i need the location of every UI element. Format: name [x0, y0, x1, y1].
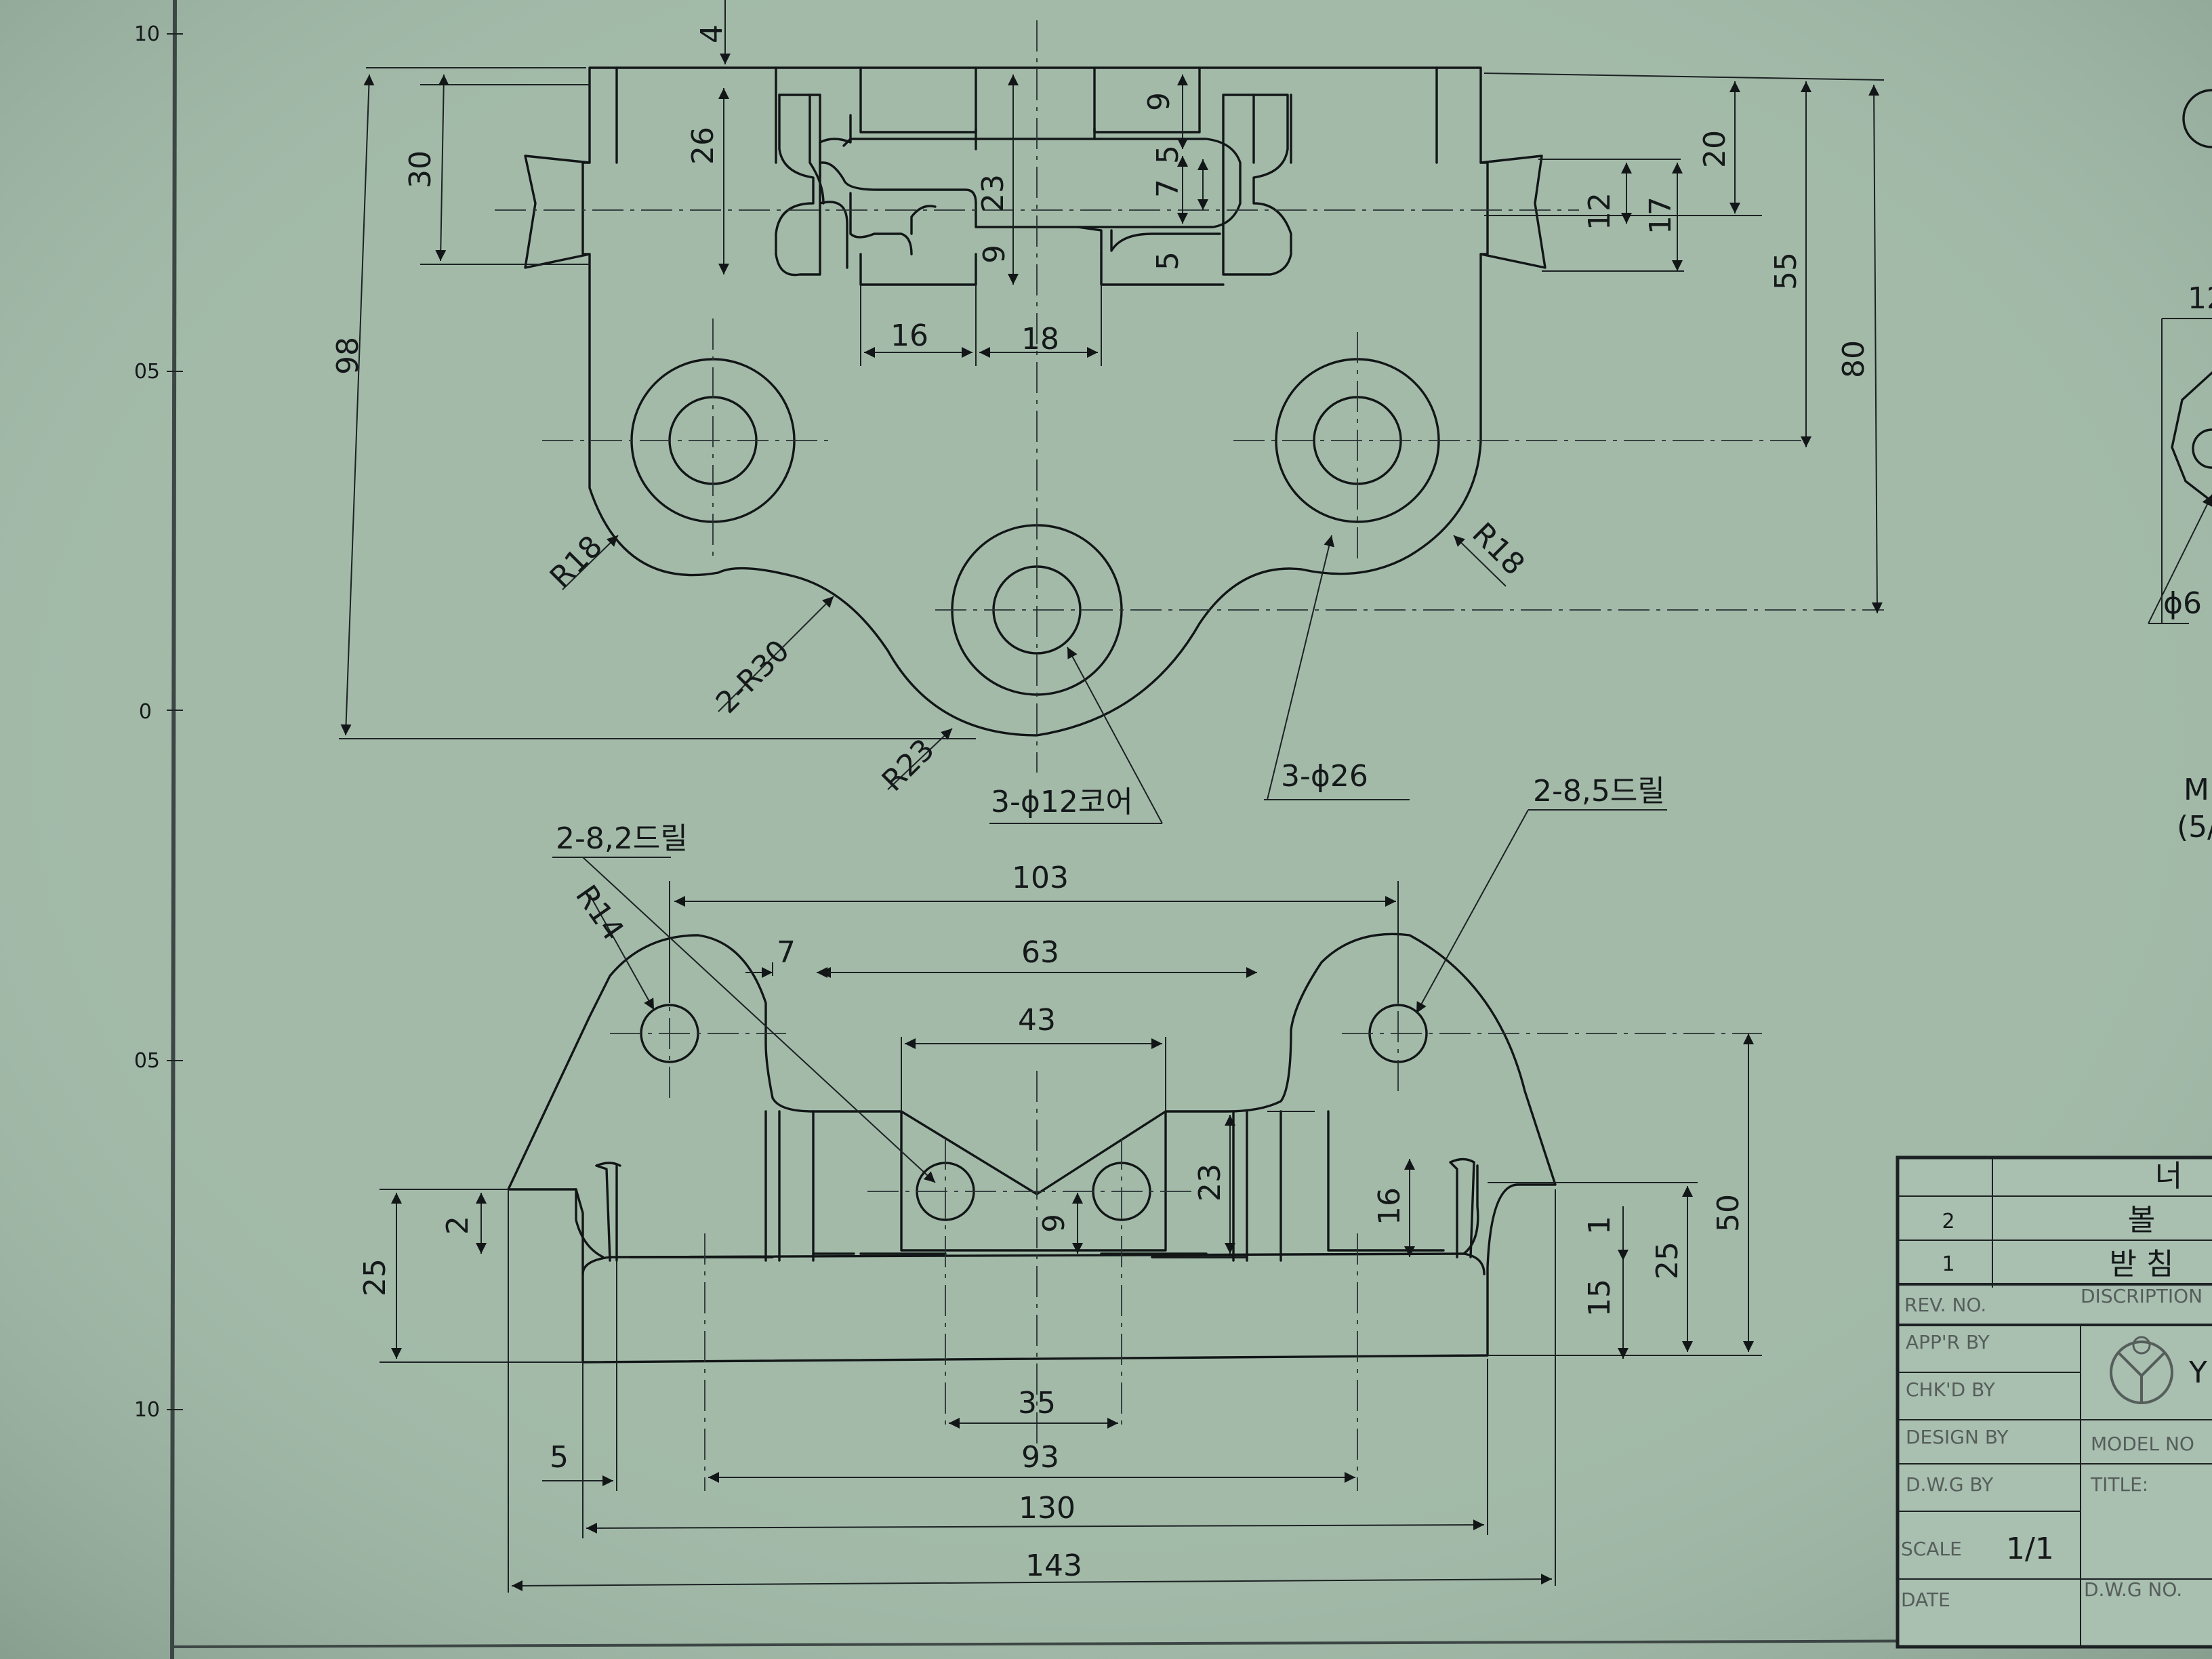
side-view-partial: 12 ϕ6 M (5/: [2148, 89, 2212, 844]
callout-drill-left: 2-8,2드릴: [556, 821, 688, 856]
dimension-label: 16: [1372, 1187, 1407, 1225]
ruler-tick-label: 10: [134, 22, 160, 46]
dimension-label: 80: [1837, 340, 1871, 378]
callout-core-holes: 3-ϕ12코어: [991, 785, 1133, 819]
side-dimension-label: 12: [2188, 281, 2212, 316]
ruler-tick-label: 10: [134, 1398, 160, 1422]
rev-row-description: 볼: [2128, 1203, 2155, 1237]
dimension-label: 4: [695, 24, 729, 43]
dimension-label: 98: [331, 337, 365, 375]
company-logo: Y: [2110, 1336, 2207, 1404]
ruler-tick-label: 05: [134, 1049, 160, 1073]
ruler-tick-label: 0: [139, 700, 152, 724]
dimension-label: 7: [777, 935, 796, 970]
dimension-label: 7: [1151, 179, 1185, 198]
rev-row-number: 2: [1942, 1210, 1954, 1233]
callout-drill-right: 2-8,5드릴: [1533, 774, 1665, 808]
model-no-label: MODEL NO: [2091, 1433, 2194, 1455]
dimension-label: 25: [1650, 1242, 1685, 1279]
dimension-label: 5: [1151, 145, 1185, 164]
dimension-label: 12: [1582, 192, 1617, 230]
dimension-label: 23: [976, 174, 1010, 212]
dimension-label: 25: [358, 1258, 392, 1296]
dimension-label: 50: [1711, 1194, 1746, 1232]
dimension-label: 9: [977, 245, 1012, 264]
dimension-label: 1: [1582, 1216, 1617, 1235]
dimension-label: 20: [1698, 130, 1732, 168]
dimension-label: 55: [1769, 252, 1803, 290]
rev-row-number: 1: [1942, 1252, 1954, 1276]
dimension-label: 30: [403, 150, 438, 188]
dimension-label: 143: [1025, 1549, 1082, 1583]
dimension-label: 35: [1018, 1386, 1056, 1420]
dimension-label: 93: [1021, 1440, 1059, 1475]
drawing-by-label: D.W.G BY: [1906, 1473, 1994, 1496]
rev-no-label: REV. NO.: [1904, 1294, 1986, 1316]
dimension-label: 17: [1643, 197, 1678, 234]
approved-by-label: APP'R BY: [1906, 1331, 1990, 1353]
dimension-label: 130: [1019, 1491, 1076, 1525]
date-label: DATE: [1901, 1589, 1950, 1611]
callout-bosses: 3-ϕ26: [1281, 759, 1368, 794]
scale-ruler: 10 05 0 05 10: [134, 22, 183, 1422]
scale-value: 1/1: [2006, 1532, 2054, 1566]
dwg-no-label: D.W.G NO.: [2084, 1578, 2182, 1601]
dimension-label: 16: [890, 319, 928, 353]
ruler-tick-label: 05: [134, 360, 160, 384]
sheet-border: [170, 0, 2212, 1659]
top-view-outline: [581, 66, 1489, 737]
title-block: 너 2 볼 1 받 침 REV. NO. DISCRIPTION APP'R B…: [1896, 1155, 2212, 1649]
dimension-label: 2: [441, 1216, 475, 1235]
logo-letter: Y: [2188, 1355, 2207, 1390]
title-label: TITLE:: [2090, 1473, 2148, 1496]
dimension-label: 15: [1582, 1279, 1617, 1317]
design-by-label: DESIGN BY: [1906, 1426, 2009, 1448]
scale-label: SCALE: [1901, 1538, 1962, 1560]
title-block-top-label: 너: [2155, 1159, 2182, 1193]
front-view: 103 63 43 7 2 25 23 9 16 1 25 15 50 35 9…: [358, 774, 1762, 1593]
discription-label: DISCRIPTION: [2081, 1285, 2203, 1307]
rev-row-description: 받 침: [2110, 1247, 2174, 1282]
side-dimension-label: ϕ6: [2163, 586, 2202, 621]
dimension-label: 18: [1021, 322, 1059, 356]
dimension-label: 5: [550, 1440, 569, 1475]
dimension-label: 5: [1151, 251, 1185, 270]
front-view-outline: [507, 933, 1557, 1364]
dimension-label: 63: [1021, 935, 1059, 970]
dimension-label: 26: [686, 127, 720, 165]
side-dimension-label: (5/: [2177, 810, 2212, 844]
dimension-label: 103: [1012, 861, 1069, 895]
dimension-label: 23: [1193, 1164, 1227, 1202]
dimension-label: 9: [1142, 92, 1176, 111]
dimension-label: 43: [1018, 1003, 1056, 1038]
side-dimension-label: M: [2184, 773, 2209, 807]
checked-by-label: CHK'D BY: [1906, 1378, 1996, 1401]
dimension-label: 9: [1037, 1214, 1071, 1233]
